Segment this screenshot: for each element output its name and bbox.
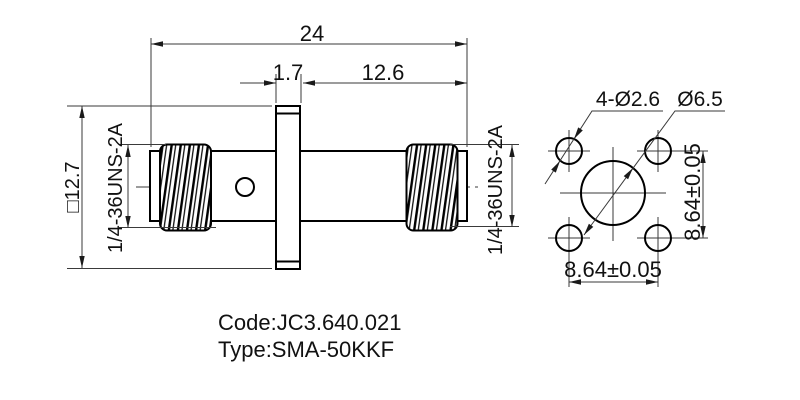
thread-callout-left-text: 1/4-36UNS-2A [105,122,127,253]
dim-flange-thickness-text: 1.7 [273,60,304,85]
flange-view: 4-Ø2.6 Ø6.5 8.64±0.05 8.64± [544,88,725,287]
mount-hole-bottom-left [555,224,583,252]
callout-mount-holes-text: 4-Ø2.6 [596,88,660,111]
dim-hole-spacing-horizontal: 8.64±0.05 [564,255,662,287]
flange-plate [275,105,301,270]
left-thread [159,143,212,232]
side-view: 24 1.7 12.6 □12.7 [62,21,519,270]
mount-hole-bottom-right [644,224,672,252]
dim-total-length-text: 24 [300,21,324,46]
thread-callout-right-text: 1/4-36UNS-2A [485,124,507,255]
dim-square-flange: □12.7 [62,105,272,269]
notes: Code:JC3.640.021 Type:SMA-50KKF [218,310,401,362]
right-thread [405,143,459,232]
thread-callout-right: 1/4-36UNS-2A [450,124,519,255]
dim-right-section: 12.6 [303,60,467,86]
dim-hole-spacing-vertical-text: 8.64±0.05 [680,143,705,241]
body-hole [235,177,255,197]
dim-flange-thickness: 1.7 [240,60,303,103]
dim-right-section-text: 12.6 [362,60,405,85]
dim-hole-spacing-vertical: 8.64±0.05 [672,143,708,241]
center-hole-circle [580,160,646,226]
callout-mount-holes: 4-Ø2.6 [544,88,663,185]
mount-hole-top-left [555,137,583,165]
mount-hole-top-right [644,137,672,165]
thread-callout-left: 1/4-36UNS-2A [105,122,216,253]
callout-center-hole: Ø6.5 [583,88,725,236]
code-label: Code:JC3.640.021 [218,310,401,335]
dim-square-flange-text: □12.7 [62,161,84,212]
type-label: Type:SMA-50KKF [218,337,394,362]
dim-total-length: 24 [150,21,468,147]
callout-center-hole-text: Ø6.5 [677,88,723,111]
dim-hole-spacing-horizontal-text: 8.64±0.05 [564,257,662,282]
